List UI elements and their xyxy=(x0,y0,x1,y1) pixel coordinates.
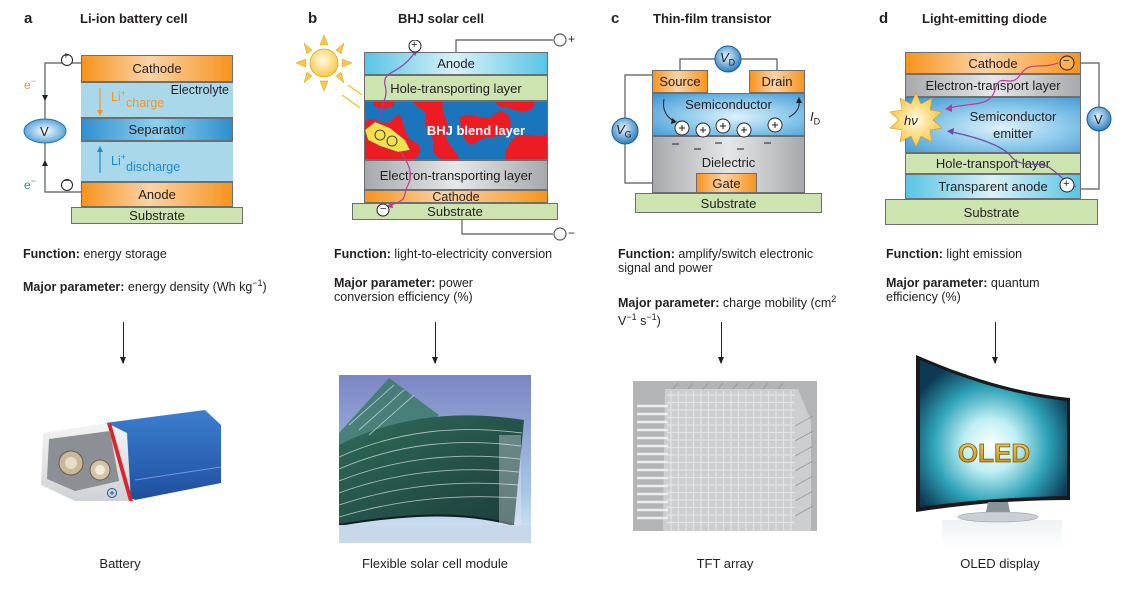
panel-title: BHJ solar cell xyxy=(398,11,484,26)
photon-label: hν xyxy=(904,113,918,128)
minus-sign: − xyxy=(64,176,70,187)
electron-icon xyxy=(376,203,390,217)
electron-transport-layer: Electron-transport layer xyxy=(905,74,1081,97)
gate-voltage-icon xyxy=(611,117,639,145)
li-ion-arrows xyxy=(97,88,103,173)
charge-paths xyxy=(364,40,422,217)
photon-burst-icon xyxy=(889,92,943,148)
vg-label: VG xyxy=(616,122,632,140)
source-electrode: Source xyxy=(652,70,708,93)
product-caption: Battery xyxy=(99,556,141,571)
function-text: Function: amplify/switch electronic sign… xyxy=(618,247,814,275)
panel-title: Thin-film transistor xyxy=(653,11,772,26)
exciton-icon xyxy=(364,121,411,153)
product-caption: Flexible solar cell module xyxy=(362,556,508,571)
sun-icon xyxy=(295,34,363,109)
function-text: Function: energy storage xyxy=(23,247,167,261)
electron-transporting-layer: Electron-transporting layer xyxy=(364,160,548,190)
panel-title: Li-ion battery cell xyxy=(80,11,188,26)
tft-circuit xyxy=(611,45,778,184)
emission-paths xyxy=(889,55,1077,193)
li-charge-label: Li+charge xyxy=(111,88,165,111)
charge-carriers xyxy=(663,97,802,150)
product-caption: OLED display xyxy=(960,556,1040,571)
cathode-layer: Cathode xyxy=(364,190,548,204)
separator-layer: Separator xyxy=(81,118,233,141)
electrolyte-layer: Electrolyte xyxy=(81,82,233,118)
voltmeter-icon xyxy=(23,118,67,144)
voltmeter-label: V xyxy=(40,124,49,139)
hole-icon xyxy=(408,40,422,53)
hole-transporting-layer: Hole-transporting layer xyxy=(364,75,548,101)
electron-minus-sign: − xyxy=(380,203,387,215)
electron-flow-arrow-down xyxy=(42,95,48,101)
major-parameter-text: Major parameter: quantum efficiency (%) xyxy=(886,276,1040,304)
positive-terminal-icon xyxy=(553,33,567,47)
gate-electrode: Gate xyxy=(696,173,757,193)
electron-flow-arrow-up xyxy=(42,160,48,166)
positive-terminal-label: + xyxy=(568,32,576,46)
battery-circuit xyxy=(23,54,81,193)
minus-terminal-icon xyxy=(61,179,73,191)
panel-letter: c xyxy=(611,10,620,27)
transparent-anode-layer: Transparent anode xyxy=(905,174,1081,199)
hole-transport-layer: Hole-transport layer xyxy=(905,153,1081,174)
cathode-layer: Cathode xyxy=(905,52,1081,74)
charge-arrow-icon xyxy=(97,110,103,116)
function-text: Function: light-to-electricity conversio… xyxy=(334,247,553,261)
substrate-layer: Substrate xyxy=(635,193,822,213)
panel-letter: a xyxy=(24,10,33,27)
product-caption: TFT array xyxy=(696,556,754,571)
panel-letter: d xyxy=(879,10,889,27)
voltmeter-icon xyxy=(1086,106,1112,132)
hole-plus-sign: + xyxy=(1063,178,1070,190)
plus-terminal-icon xyxy=(61,54,73,66)
battery-image xyxy=(41,410,222,501)
down-arrow-icon xyxy=(432,322,438,364)
hole-plus-sign: + xyxy=(411,39,418,51)
hole-icon xyxy=(1059,177,1075,193)
substrate-layer: Substrate xyxy=(352,203,558,220)
cathode-layer: Cathode xyxy=(81,55,233,82)
discharge-arrow-icon xyxy=(97,146,103,152)
major-parameter-text: Major parameter: energy density (Wh kg−1… xyxy=(23,278,267,295)
function-text: Function: light emission xyxy=(886,247,1023,261)
panel-letter: b xyxy=(308,10,318,27)
substrate-layer: Substrate xyxy=(885,199,1098,225)
flexible-solar-module-image xyxy=(339,375,531,543)
down-arrow-icon xyxy=(992,322,998,364)
solar-circuit xyxy=(455,33,567,241)
plus-sign: + xyxy=(63,51,69,62)
oled-screen-text: OLED xyxy=(958,438,1030,468)
panel-title: Light-emitting diode xyxy=(922,11,1047,26)
anode-layer: Anode xyxy=(81,182,233,207)
tft-array-image xyxy=(633,381,817,531)
electrolyte-layer-lower xyxy=(81,141,233,182)
down-arrow-icon xyxy=(120,322,126,364)
major-parameter-text: Major parameter: power conversion effici… xyxy=(334,276,473,304)
li-discharge-label: Li+discharge xyxy=(111,152,181,175)
led-circuit xyxy=(1081,62,1112,190)
electron-label-discharge: e− xyxy=(24,176,36,192)
drain-electrode: Drain xyxy=(749,70,805,93)
oled-display-image: OLED xyxy=(916,355,1070,550)
negative-terminal-label: − xyxy=(568,226,576,240)
electron-minus-sign: − xyxy=(1063,55,1070,67)
vd-label: VD xyxy=(720,50,736,68)
drain-voltage-icon xyxy=(714,45,742,73)
drain-current-label: ID xyxy=(810,109,821,127)
plus-mark-icon xyxy=(107,488,117,498)
major-parameter-text: Major parameter: charge mobility (cm2 V−… xyxy=(618,294,837,329)
negative-terminal-icon xyxy=(553,227,567,241)
voltmeter-label: V xyxy=(1094,112,1103,127)
down-arrow-icon xyxy=(718,322,724,364)
electron-icon xyxy=(1059,55,1075,71)
substrate-layer: Substrate xyxy=(71,207,243,224)
electron-label-charge: e− xyxy=(24,76,36,92)
